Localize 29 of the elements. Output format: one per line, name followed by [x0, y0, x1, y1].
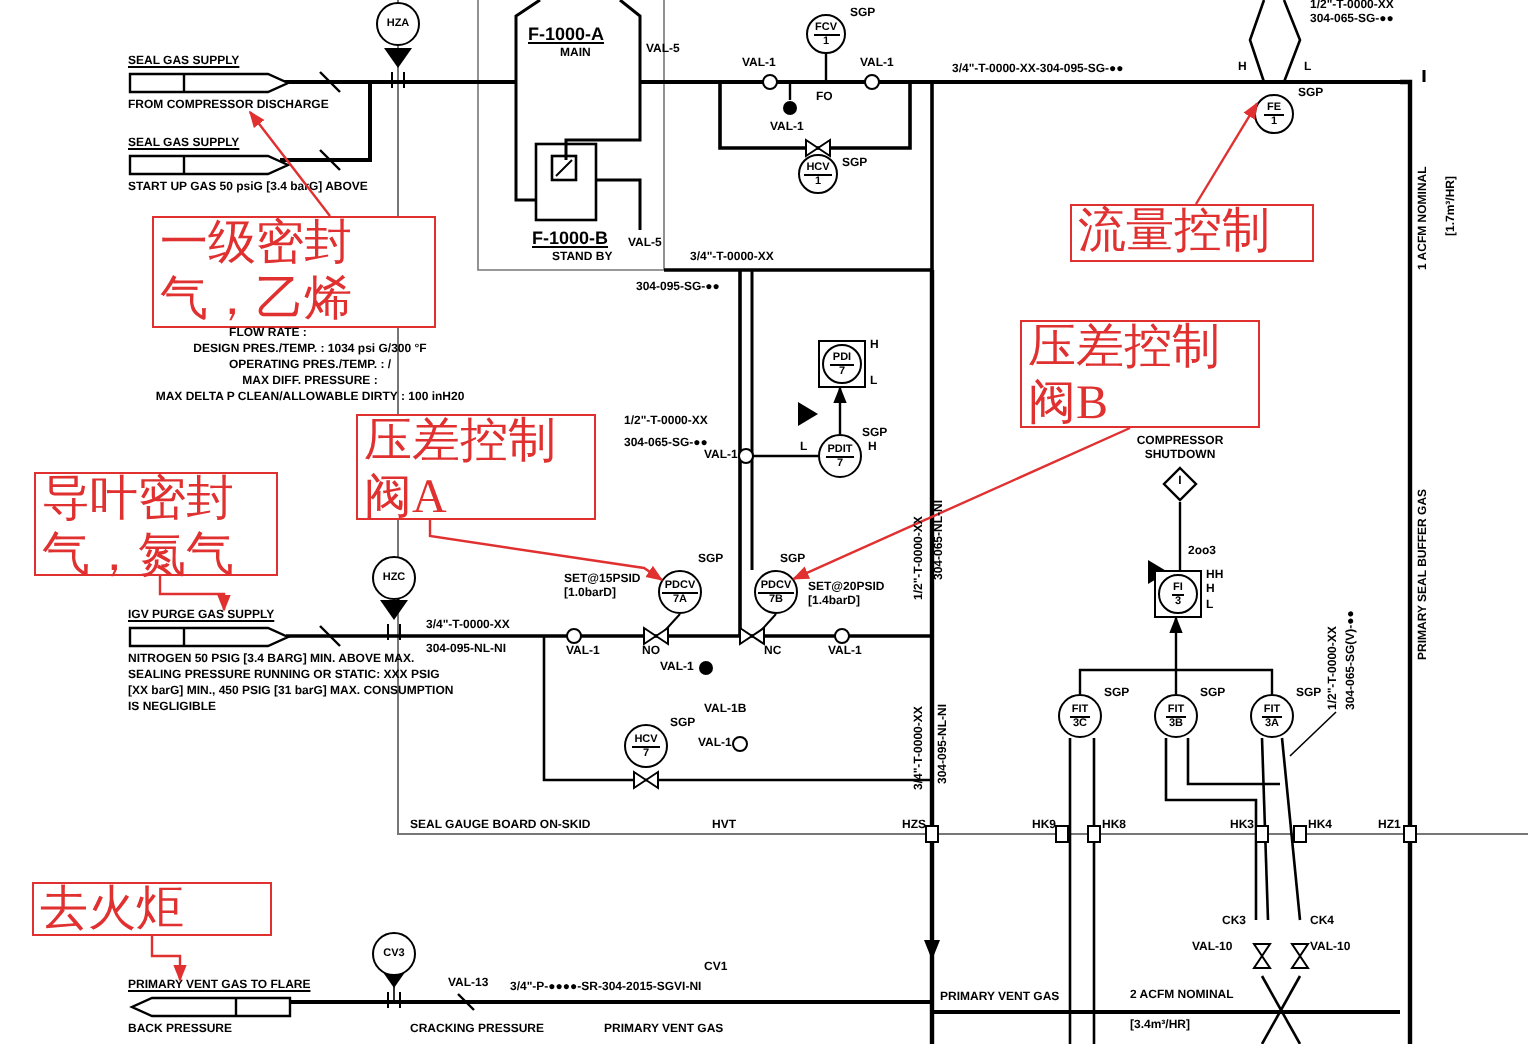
leader-arrow	[249, 110, 331, 217]
equipment-tag: F-1000-B	[532, 230, 609, 250]
interlock-diamond	[1162, 466, 1198, 502]
annotation-box: 流量控制	[1070, 204, 1314, 262]
leader-arrow	[1194, 101, 1259, 205]
annotation-box: 压差控制阀A	[356, 414, 596, 520]
instrument-bubble	[376, 2, 420, 46]
instrument-bubble	[818, 434, 862, 478]
equipment-tag: F-1000-A	[528, 26, 605, 46]
instrument-bubble	[1250, 694, 1294, 738]
signal-arrow	[833, 386, 847, 434]
annotation-box: 一级密封气，乙烯	[152, 216, 436, 328]
instrument-bubble	[658, 570, 702, 614]
annotation-box: 去火炬	[32, 882, 272, 936]
signal-arrow	[1169, 616, 1183, 694]
instrument-bubble	[372, 932, 416, 976]
indicator-symbol	[1154, 570, 1202, 618]
instrument-bubble	[372, 556, 416, 600]
leader-arrow	[158, 576, 231, 612]
leader-arrow	[792, 426, 1131, 580]
leader-arrow	[428, 520, 664, 581]
instrument-bubble	[754, 570, 798, 614]
annotation-box: 压差控制阀B	[1020, 320, 1260, 428]
instrument-bubble	[1154, 694, 1198, 738]
instrument-bubble	[806, 14, 846, 54]
leader-arrow	[150, 936, 187, 982]
instrument-bubble	[1254, 94, 1294, 134]
instrument-bubble	[1058, 694, 1102, 738]
indicator-symbol	[818, 340, 866, 388]
